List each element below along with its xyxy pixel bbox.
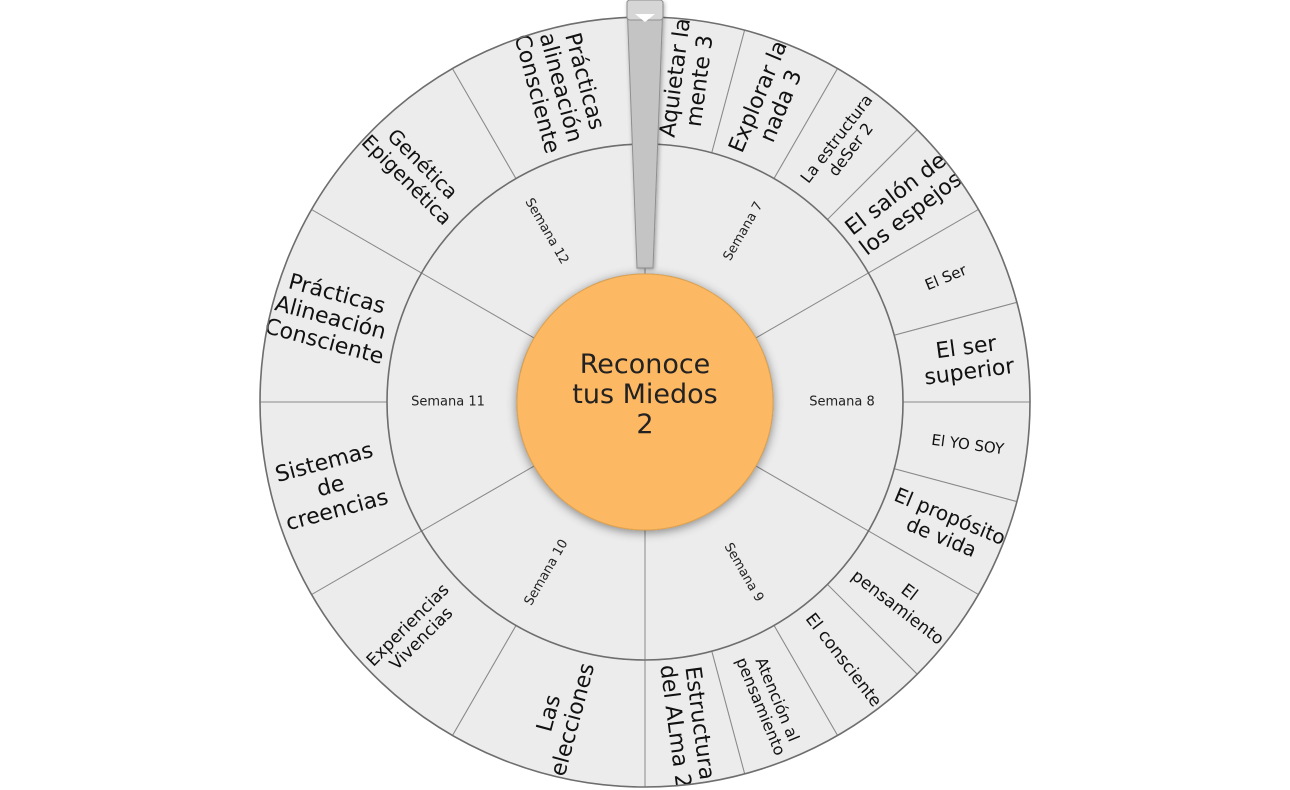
pointer-arrow-icon xyxy=(635,14,655,22)
week-label: Semana 8 xyxy=(809,395,875,410)
center-title-line: tus Miedos xyxy=(572,379,717,410)
center-hub-circle[interactable] xyxy=(516,273,774,531)
center-title-line: Reconoce xyxy=(580,348,711,379)
center-title-line: 2 xyxy=(636,409,653,440)
pointer-icon xyxy=(626,0,664,269)
week-label: Semana 11 xyxy=(411,395,485,410)
